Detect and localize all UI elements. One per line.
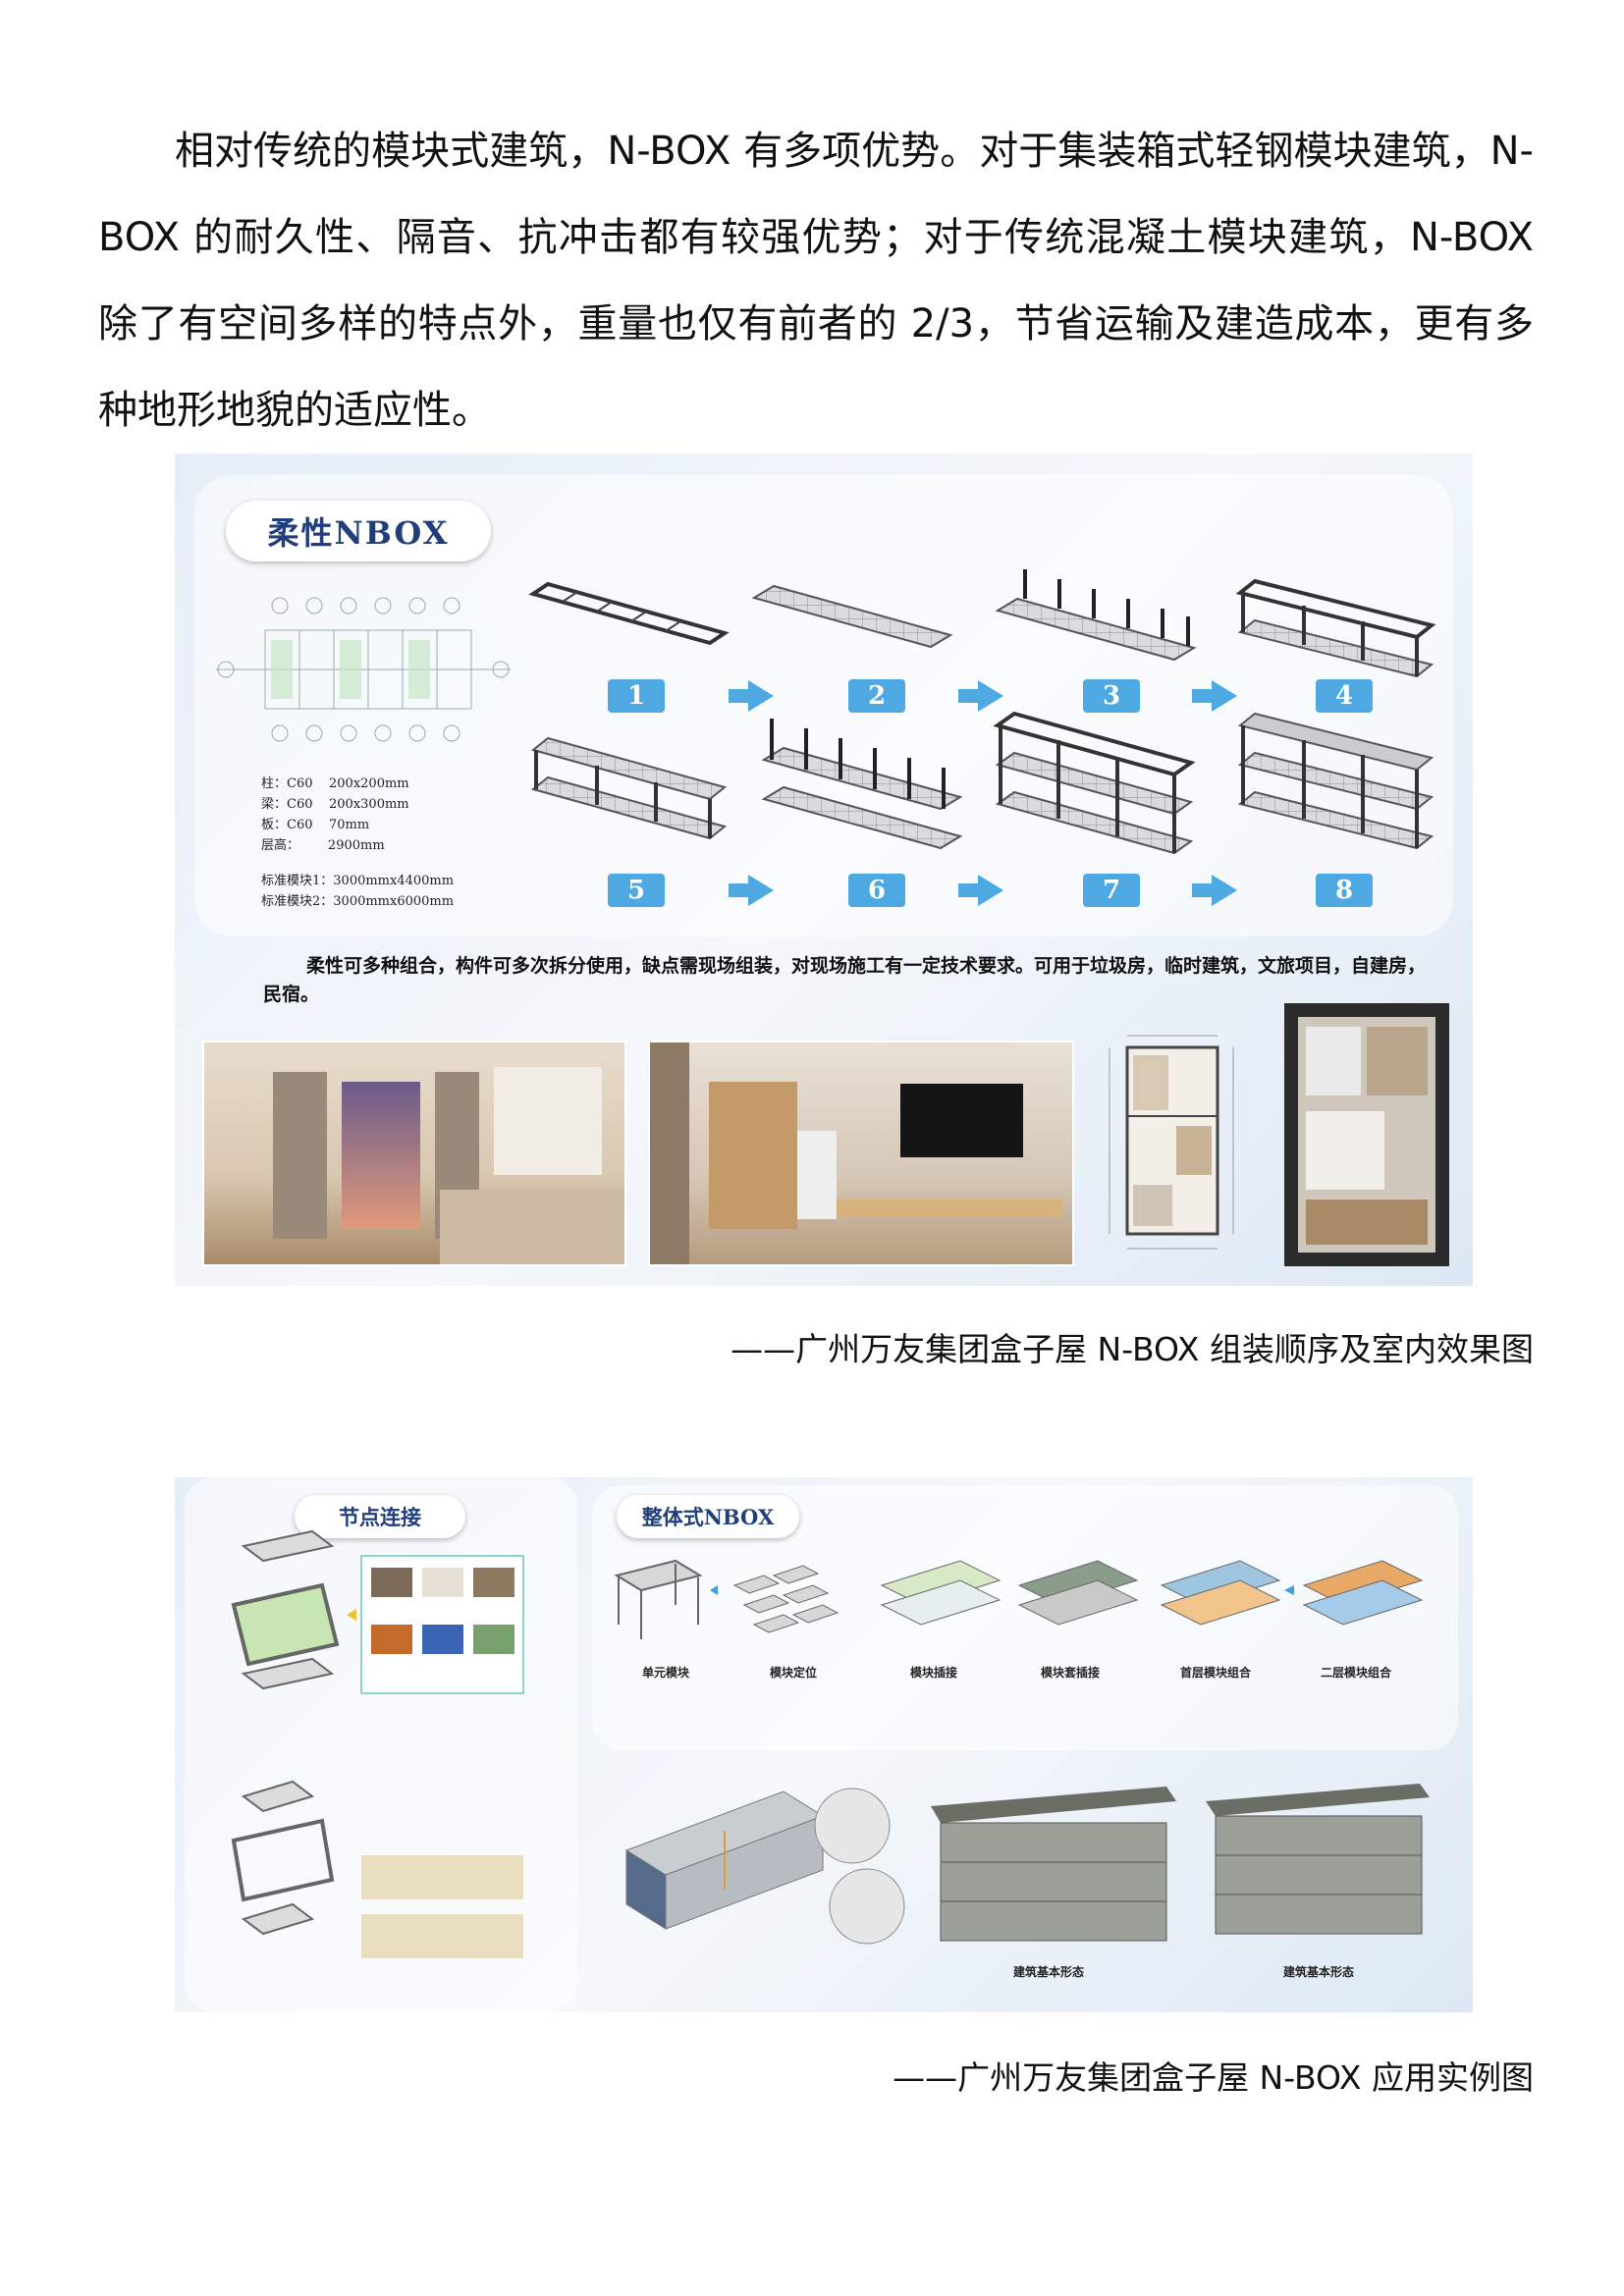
stage-label: 模块插接 <box>909 1666 957 1680</box>
integral-nbox-title: 整体式NBOX <box>617 1495 799 1538</box>
stage-label: 模块定位 <box>769 1666 817 1680</box>
stage-1-frame <box>528 581 730 646</box>
assembly-frames <box>528 569 1436 855</box>
spec-line: 板：C60 70mm <box>261 818 370 832</box>
spec-line: 标准模块1：3000mmx4400mm <box>261 874 455 888</box>
floor-plan-diagram <box>216 597 511 742</box>
step-badge-6: 6 <box>848 874 905 907</box>
step-badge-3: 3 <box>1083 679 1140 713</box>
figure-flexible-nbox: 柔性NBOX 柱：C60 200x200mm 梁：C60 200x300mm 板… <box>175 454 1473 1286</box>
arrow-icon <box>958 875 1003 906</box>
figure2-caption: ——广州万友集团盒子屋 N-BOX 应用实例图 <box>893 2058 1534 2097</box>
spec-line: 柱：C60 200x200mm <box>261 776 409 791</box>
figure1-title: 柔性NBOX <box>226 501 491 561</box>
step-badge-1: 1 <box>608 679 665 713</box>
unit-3d-plan <box>1284 1003 1449 1266</box>
stage-6-frame <box>761 719 963 850</box>
spec-line: 梁：C60 200x300mm <box>261 797 409 812</box>
step-badge-7: 7 <box>1083 874 1140 907</box>
arrow-icon <box>958 680 1003 712</box>
step-badge-4: 4 <box>1316 679 1373 713</box>
step-badge-5: 5 <box>608 874 665 907</box>
stage-label: 首层模块组合 <box>1179 1666 1251 1680</box>
step-badge-8: 8 <box>1316 874 1373 907</box>
unit-floor-plan <box>1109 1035 1234 1250</box>
building-label: 建筑基本形态 <box>1282 1965 1354 1979</box>
stage-4-frame <box>1235 578 1436 678</box>
stage-label: 模块套插接 <box>1040 1666 1100 1680</box>
stage-label: 二层模块组合 <box>1320 1666 1391 1680</box>
figure1-caption: ——广州万友集团盒子屋 N-BOX 组装顺序及室内效果图 <box>731 1330 1534 1368</box>
stage-label: 单元模块 <box>641 1666 689 1680</box>
stage-7-frame <box>993 711 1196 855</box>
arrow-icon <box>729 680 774 712</box>
stage-3-frame <box>995 569 1197 662</box>
building-label: 建筑基本形态 <box>1012 1965 1084 1979</box>
stage-8-frame <box>1237 712 1435 850</box>
figure-nbox-applications: 节点连接 整体式NBOX 单元模块 模块定位 模块插接 模块套插接 首层模块组合… <box>175 1477 1473 2012</box>
arrow-icon <box>729 875 774 906</box>
stage-2-frame <box>751 584 953 649</box>
studio-render <box>648 1041 1074 1266</box>
spec-line: 标准模块2：3000mmx6000mm <box>261 894 455 909</box>
arrow-icon <box>1192 680 1237 712</box>
spec-line: 层高： 2900mm <box>261 838 385 853</box>
arrow-icon <box>1192 875 1237 906</box>
node-connection-diagrams <box>231 1529 524 1958</box>
step-badge-2: 2 <box>848 679 905 713</box>
node-connection-title: 节点连接 <box>295 1495 465 1538</box>
figure1-description: 柔性可多种组合，构件可多次拆分使用，缺点需现场组装，对现场施工有一定技术要求。可… <box>263 955 1427 1005</box>
body-paragraph: 相对传统的模块式建筑，N-BOX 有多项优势。对于集装箱式轻钢模块建筑，N-BO… <box>98 129 1534 433</box>
integral-nbox-stages <box>614 1559 1424 1639</box>
bedroom-render <box>202 1041 626 1266</box>
stage-5-frame <box>530 736 728 840</box>
building-renders <box>624 1784 1430 1945</box>
